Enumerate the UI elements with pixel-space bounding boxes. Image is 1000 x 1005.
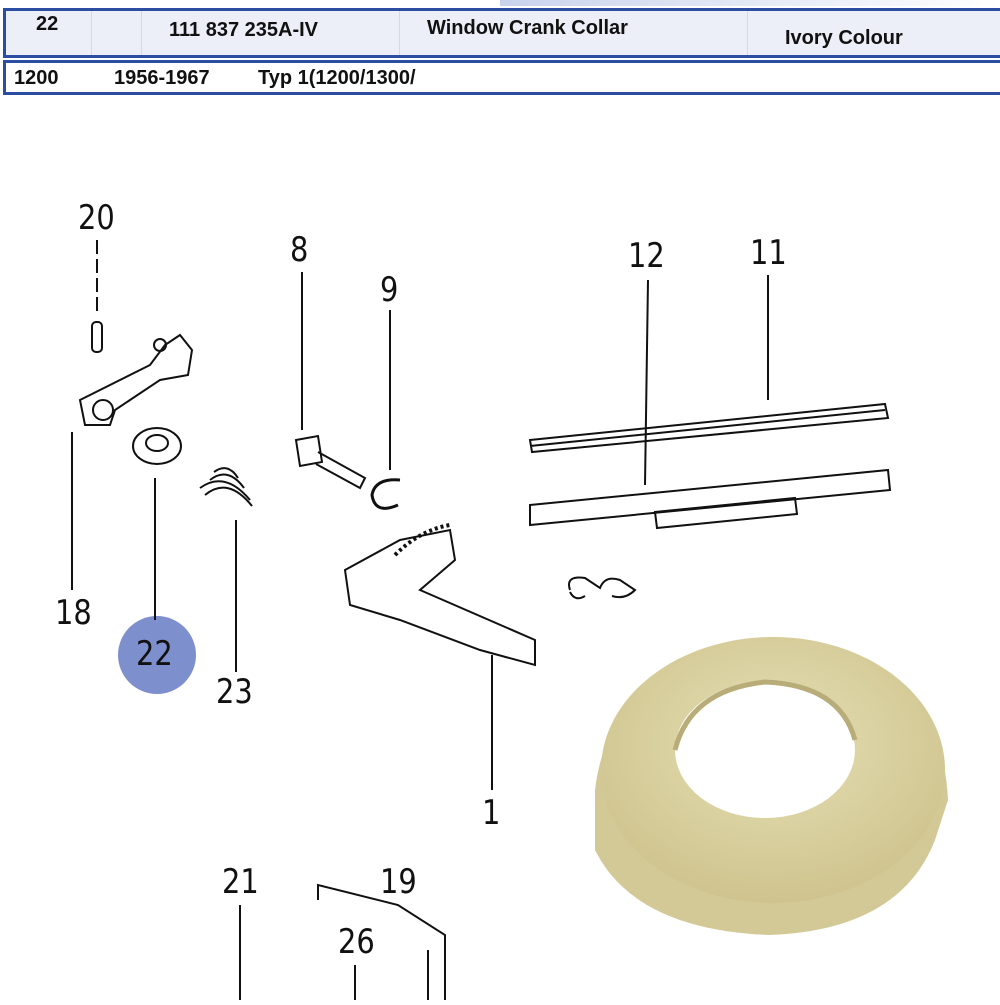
empty-cell xyxy=(91,11,142,55)
product-photo xyxy=(540,600,1000,1000)
rail-12-part xyxy=(529,468,892,530)
pin-part xyxy=(91,321,103,353)
vehicle-type: Typ 1(1200/1300/ xyxy=(258,67,416,89)
callout-9: 9 xyxy=(380,270,399,310)
regulator-part xyxy=(343,528,536,667)
color-note: Ivory Colour xyxy=(785,27,903,49)
clip-small-part xyxy=(568,576,637,600)
item-number: 22 xyxy=(36,13,59,35)
part-number: 111 837 235A-IV xyxy=(169,19,319,41)
spring-part xyxy=(199,467,253,507)
bolt-part xyxy=(294,434,367,490)
callout-19: 19 xyxy=(380,862,417,902)
callout-20: 20 xyxy=(78,198,115,238)
part-description: Window Crank Collar xyxy=(427,17,628,39)
collar-part xyxy=(132,427,182,465)
top-strip xyxy=(0,0,1000,6)
model: 1200 xyxy=(14,67,59,89)
model-row: 1200 1956-1967 Typ 1(1200/1300/ xyxy=(3,60,1000,95)
callout-18: 18 xyxy=(55,593,92,633)
window-crank-collar-photo xyxy=(595,637,948,935)
callout-26: 26 xyxy=(338,922,375,962)
highlight-circle xyxy=(118,616,196,694)
callout-23: 23 xyxy=(216,672,253,712)
callout-21: 21 xyxy=(222,862,259,902)
callout-22-highlighted: 22 xyxy=(136,634,173,674)
years: 1956-1967 xyxy=(114,67,210,89)
callout-8: 8 xyxy=(290,230,309,270)
description-cell: Window Crank Collar xyxy=(399,11,748,55)
color-cell: Ivory Colour xyxy=(747,11,1000,55)
part-row: 22 111 837 235A-IV Window Crank Collar I… xyxy=(3,8,1000,58)
rail-11-part xyxy=(528,402,890,454)
part-number-cell: 111 837 235A-IV xyxy=(141,11,400,55)
clip-part xyxy=(370,478,401,510)
leader-12 xyxy=(644,279,649,486)
item-number-cell: 22 xyxy=(6,11,92,55)
callout-1: 1 xyxy=(482,793,501,833)
callout-11: 11 xyxy=(750,233,787,273)
callout-12: 12 xyxy=(628,236,665,276)
crank-part xyxy=(78,333,194,426)
bracket-19 xyxy=(317,883,446,1000)
